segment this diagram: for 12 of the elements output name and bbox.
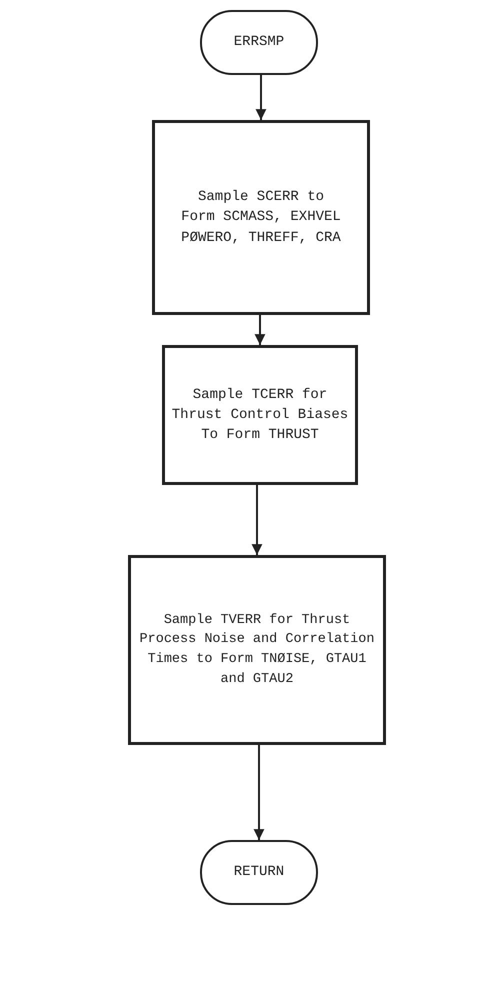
- node-label: Sample TVERR for Thrust Process Noise and Correlation Times to Form TNØISE, GTAU1 and GTAU2: [138, 612, 376, 689]
- node-label: Sample SCERR to Form SCMASS, EXHVEL PØWERO, THREFF, CRA: [180, 188, 342, 248]
- process-box: [152, 120, 370, 315]
- node-label: RETURN: [234, 863, 284, 882]
- node-label: Sample TCERR for Thrust Control Biases To Form THRUST: [171, 386, 349, 446]
- arrow: [254, 315, 266, 345]
- arrow: [252, 485, 262, 555]
- process-box: [162, 345, 358, 485]
- node-label: ERRSMP: [234, 33, 284, 52]
- arrow: [256, 75, 266, 120]
- process-box: [128, 555, 386, 745]
- arrow: [254, 745, 264, 840]
